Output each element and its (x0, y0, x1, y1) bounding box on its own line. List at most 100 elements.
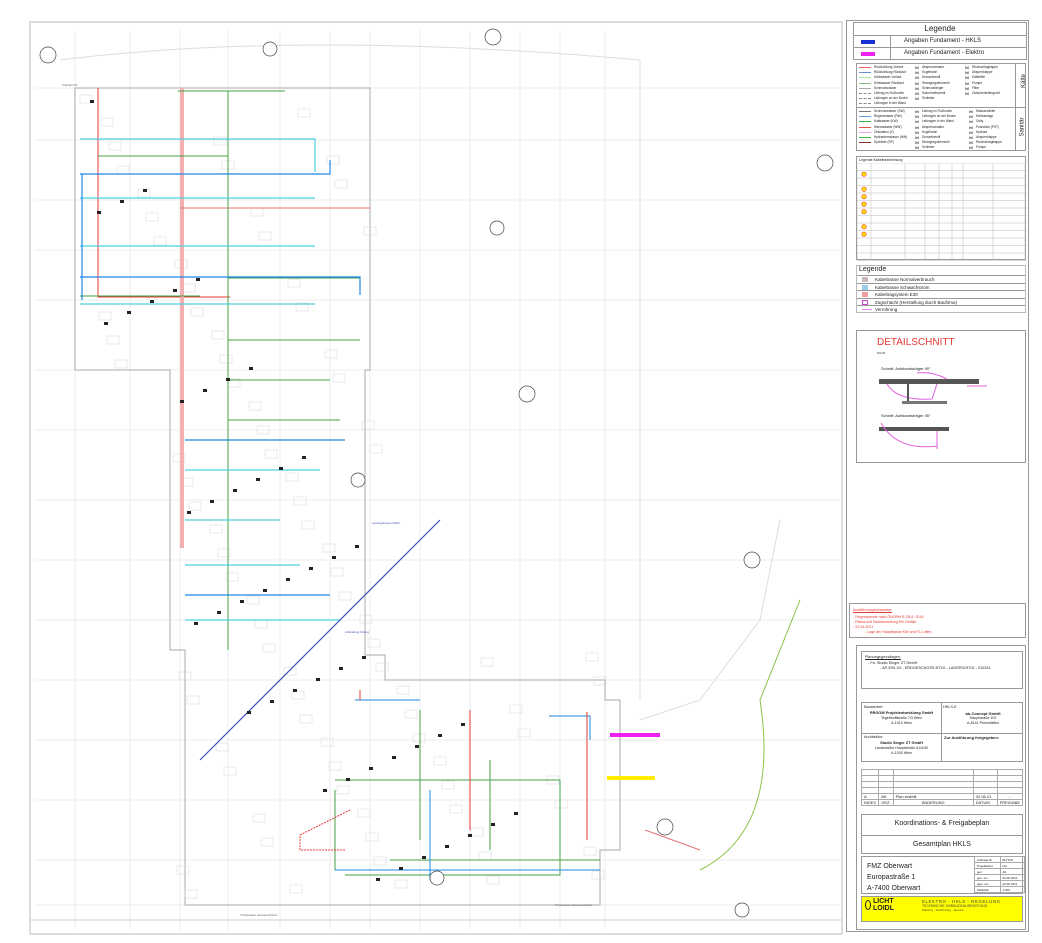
hkls-name: ab-Concept GmbH (965, 711, 1001, 716)
plan-type: Koordinations- & Freigabeplan (894, 820, 990, 827)
equipment-marker (120, 200, 124, 203)
pipe-cyan (80, 138, 340, 621)
equipment-marker (399, 867, 403, 870)
equipment-marker (323, 789, 327, 792)
equipment-marker (468, 834, 472, 837)
execution-notes: Ausführungshinweise: - Regenspende nach … (849, 603, 1026, 638)
legend-symbol-label: Leitung im Fußboden (874, 90, 905, 95)
legend-symbol-label: Kugelhahn (922, 70, 938, 75)
project-name: FMZ Oberwart (867, 863, 913, 870)
fitting-icon: ⋈ (915, 140, 919, 146)
legend-symbol-label: Warmwasser (WW) (874, 124, 902, 129)
legend-symbol-label: Regenwasser (RW) (874, 114, 902, 119)
line-style-icon (859, 93, 871, 95)
fitting-icon: ⋈ (915, 124, 919, 130)
cell: INDEX (860, 799, 880, 806)
equipment-marker (97, 211, 101, 214)
equipment-marker (127, 311, 131, 314)
cable-legend-item: Zugschacht (Herstellung durch Baufirma) (857, 297, 1025, 306)
fitting-icon: ⋈ (915, 109, 919, 114)
equipment-marker (187, 511, 191, 514)
cable-symbol-icon (861, 194, 867, 200)
legend-item: Angaben Fundament - HKLS (904, 38, 982, 44)
line-style-icon (859, 98, 871, 100)
equipment-marker (293, 689, 297, 692)
plan-note: Vorplatz R1 (62, 83, 78, 87)
hkls-address: Hauptstraße 102 (969, 716, 997, 720)
equipment-marker (180, 400, 184, 403)
legend-foundation: Legende Angaben Fundament - HKLS Angaben… (853, 22, 1027, 60)
cable-table-grid (857, 163, 1027, 261)
legend-title: Legende (924, 24, 956, 33)
pipe-red-main (97, 88, 230, 298)
line-style-icon (859, 87, 871, 89)
equipment-marker (173, 289, 177, 292)
client-label: Bauwerber: (864, 705, 884, 709)
legend-item: Angaben Fundament - Elektro (904, 50, 985, 56)
legend-symbol-label: Hydrantenwasser (HW) (874, 134, 908, 139)
legend-symbol-label: Hebeanlage (976, 114, 994, 119)
note-line: - Regenspende nach ÖNORM B 2501: 2016 (853, 615, 924, 619)
cable-symbol-icon (861, 224, 867, 230)
legend-symbol-label: Kaltwasser (KW) (874, 119, 898, 124)
legend-symbol-label: Sprinkler (SP) (874, 140, 894, 145)
client-address: A-1010 Wien (891, 721, 912, 725)
logo-text: LOIDL (873, 905, 894, 912)
architect-label: Architektur: (864, 735, 884, 739)
cable-symbol-icon (861, 209, 867, 215)
cell: DATUM (972, 799, 998, 806)
cable-table-title: Legende Kabelbezeichnung (859, 158, 903, 162)
hkls-label: HKLS-E (943, 705, 957, 709)
basis-line: - Fa. Studio Singer ZT GmbH (868, 661, 918, 665)
pipe-green-main (178, 90, 285, 650)
plan-frame (29, 21, 843, 935)
equipment-marker (346, 778, 350, 781)
detail-title: DETAILSCHNITT (877, 337, 955, 348)
legend-symbol-label: Leitung im Fußboden (922, 109, 953, 113)
section-label: Schnitt: Aufstandsträger 90° (881, 366, 931, 371)
detail-scale: M1:20 (877, 351, 886, 355)
legend-symbol-label: Leitungen an der Decke (922, 114, 956, 119)
line-style-icon (859, 82, 871, 84)
equipment-marker (491, 823, 495, 826)
legend-symbol-label: Strangregulierventil (922, 140, 950, 145)
pipe-diagonal (199, 519, 441, 761)
cell: 1:200 (999, 886, 1025, 893)
equipment-marker (150, 300, 154, 303)
kaelte-label: Kälte (1020, 74, 1027, 88)
legend-symbol-label: Rückschlagklappe (972, 65, 998, 69)
equipment-marker (445, 845, 449, 848)
legend-item: Zugschacht (Herstellung durch Baufirma) (875, 299, 958, 305)
title-block: Planungsgrundlagen: - Fa. Studio Singer … (856, 645, 1026, 930)
note-line: - Planla und Notrüberleitung 6% Gefälle (853, 620, 917, 624)
plan-note: Leitungstrasse HVAC (372, 521, 401, 525)
pipe-blue (80, 160, 361, 596)
line-style-icon (859, 121, 871, 123)
fitting-icon: ⋈ (965, 70, 969, 76)
company-line: Planung · Ausführung · Service (922, 908, 964, 912)
equipment-marker (415, 745, 419, 748)
equipment-marker (203, 389, 207, 392)
fitting-icon: ⋈ (969, 129, 973, 135)
equipment-marker (514, 812, 518, 815)
legend-symbol-label: Rückschlagklappe (976, 140, 1002, 145)
cable-symbol-icon (861, 231, 867, 237)
equipment-marker (270, 700, 274, 703)
equipment-marker (316, 678, 320, 681)
cell: Maßstab (974, 886, 1001, 893)
legend-symbol-label: Drosselventil (922, 75, 941, 80)
cable-legend-item: Kabeltragsystem E30 (857, 290, 1025, 298)
architect-address: A-1030 Wien (891, 751, 912, 755)
line-style-icon (859, 77, 871, 79)
legend-symbol-label: Kältefilter (972, 75, 986, 80)
detail-section: DETAILSCHNITT M1:20 Schnitt: Aufstandstr… (856, 330, 1026, 463)
legend-symbol-label: Wasserzähler (976, 109, 996, 113)
legend-symbol-label: Filter (972, 85, 980, 90)
legend-symbol-label: Zwischenleitergerät (972, 90, 1000, 95)
floor-plan-drawing[interactable]: Vorplatz R1 Leitungstrasse HVAC Anbindun… (0, 0, 845, 943)
legend-symbol-label: Leitungen in der Wand (922, 119, 954, 124)
equipment-marker (233, 489, 237, 492)
legend-symbol-label: Absperrarmatur (922, 65, 945, 69)
